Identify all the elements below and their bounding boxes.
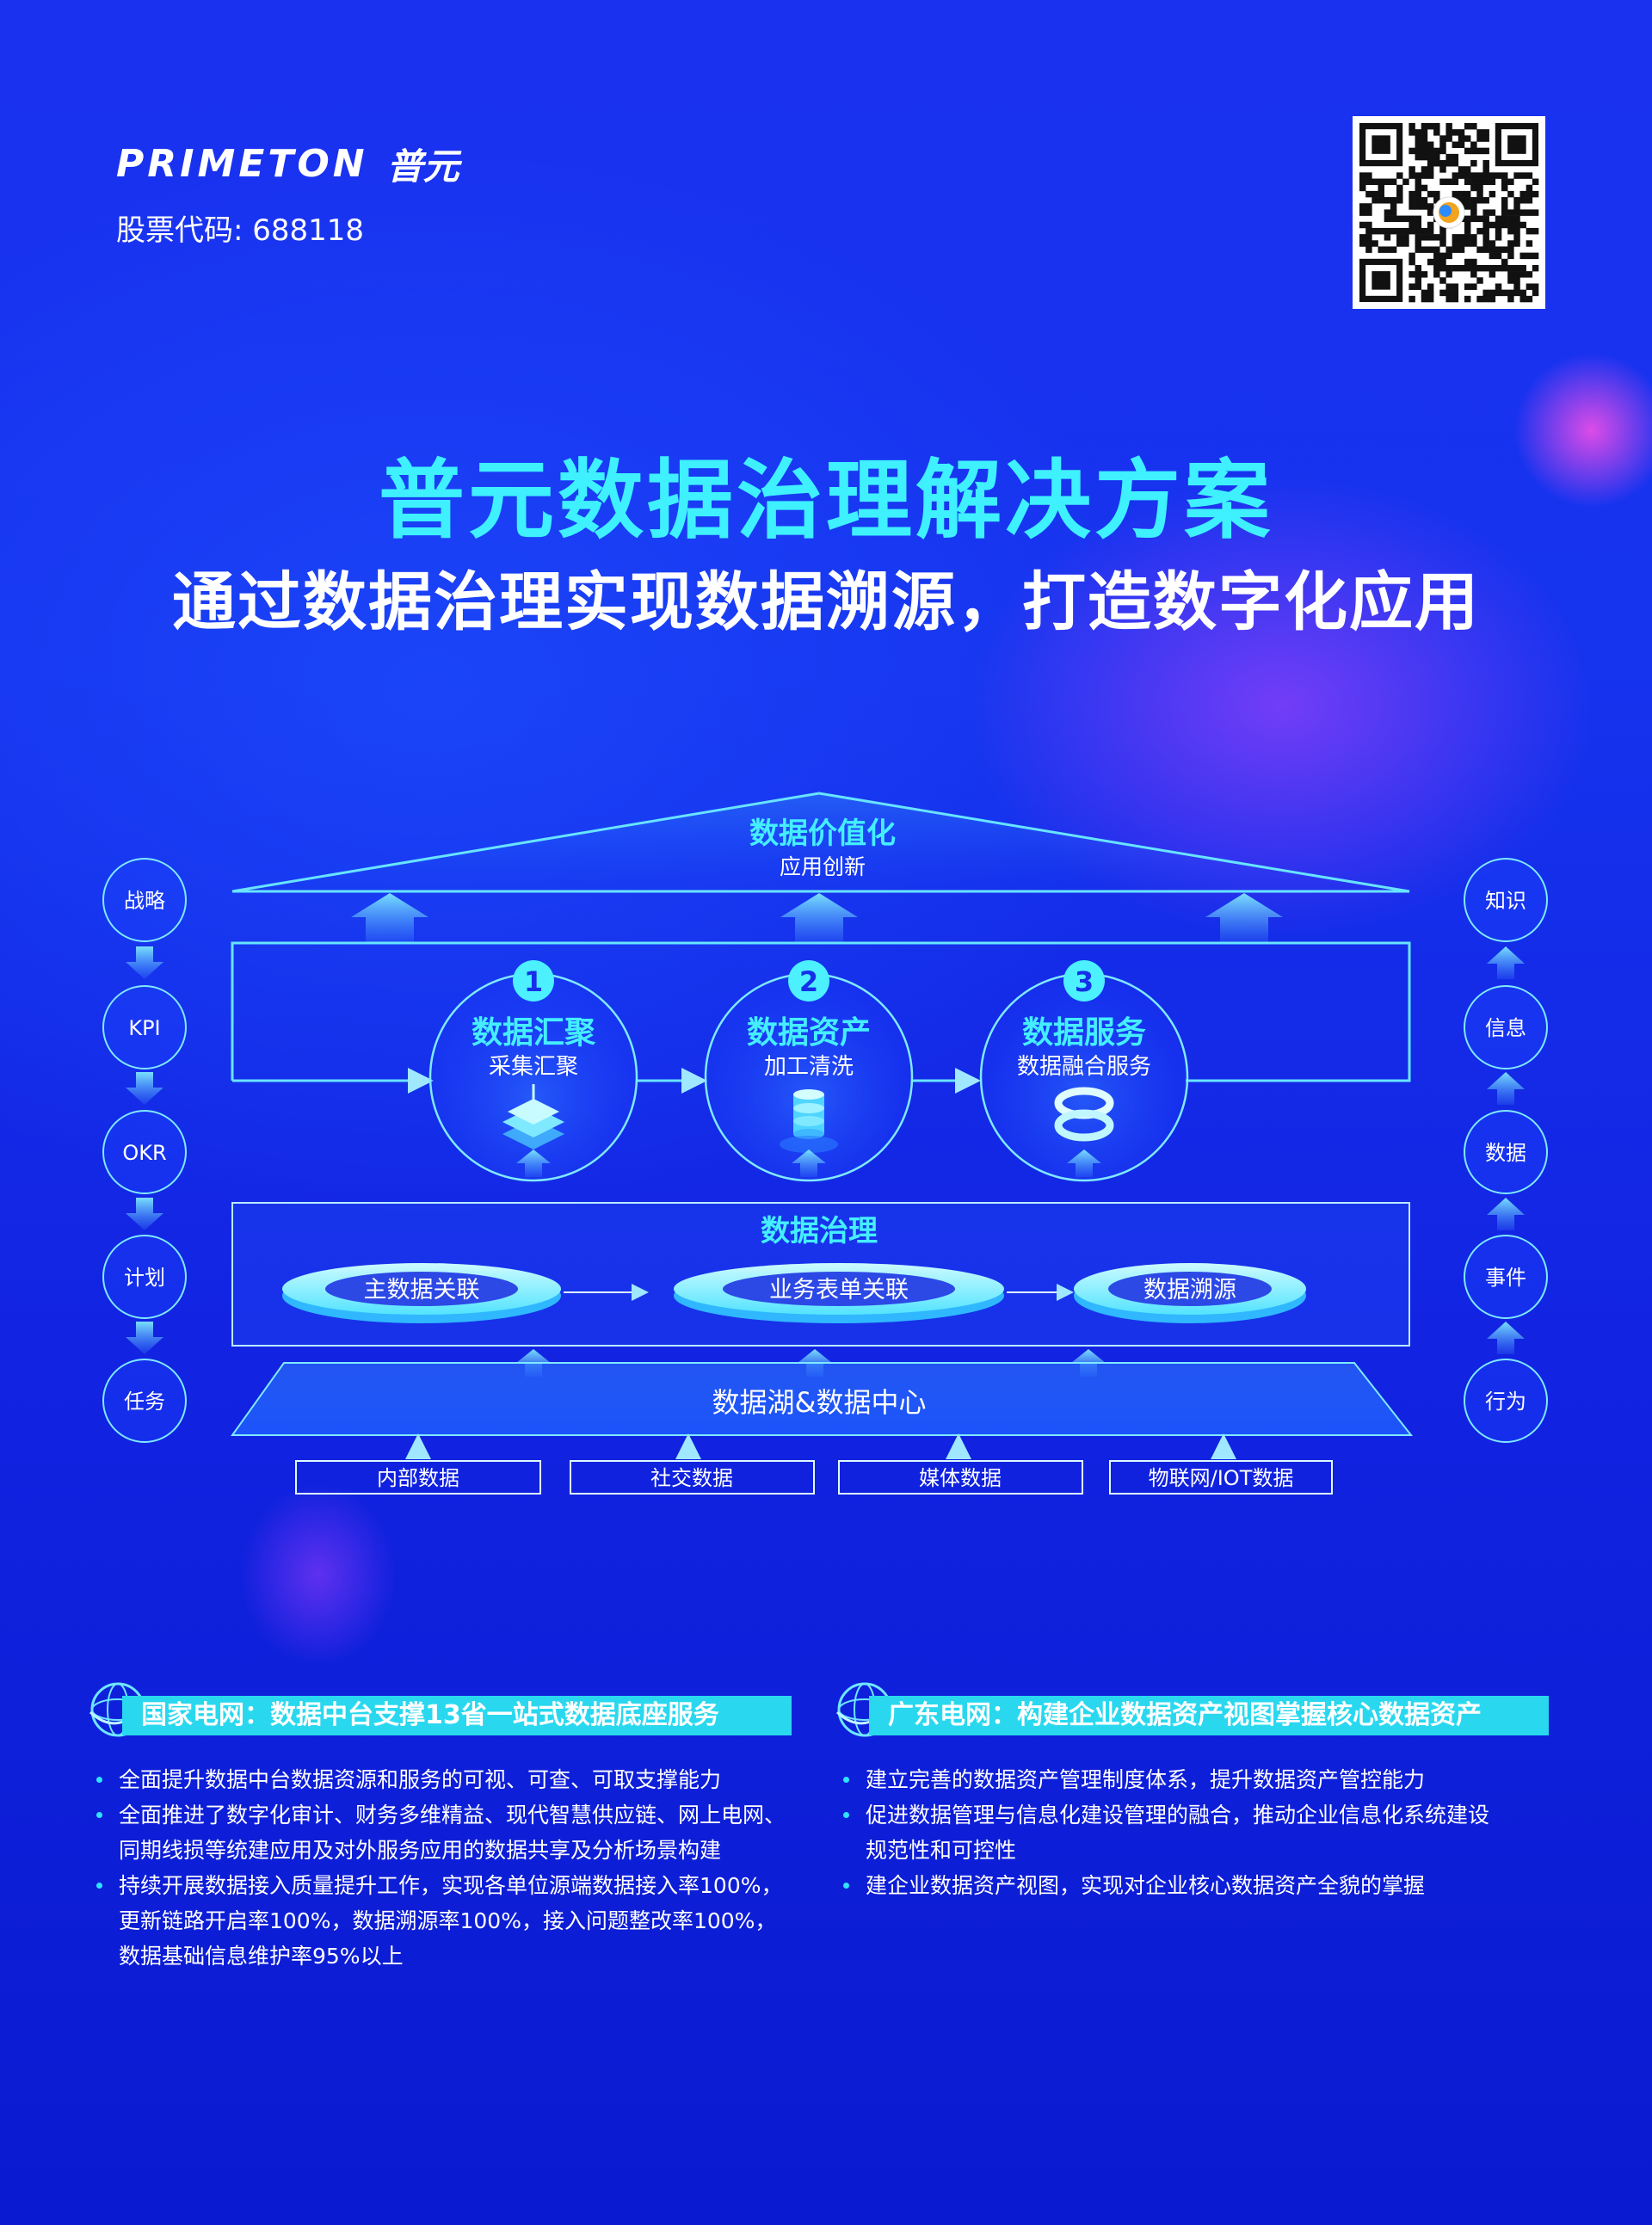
stage-title: 数据服务 xyxy=(1022,1015,1146,1051)
up-arrow-icon xyxy=(351,893,428,943)
bullet-item: 促进数据管理与信息化建设管理的融合，推动企业信息化系统建设规范性和可控性 xyxy=(833,1797,1549,1868)
up-arrow-icon xyxy=(1487,946,1525,979)
stage-number: 3 xyxy=(1075,965,1094,998)
case-title: 广东电网：构建企业数据资产视图掌握核心数据资产 xyxy=(869,1696,1549,1735)
stage-number-badge xyxy=(1063,960,1105,1002)
stage-3: 3 数据服务 数据融合服务 xyxy=(979,960,1189,1182)
governance-title: 数据治理 xyxy=(761,1214,878,1248)
case-bullets: 建立完善的数据资产管理制度体系，提升数据资产管控能力 促进数据管理与信息化建设管… xyxy=(833,1762,1549,1903)
chain-node: 数据 xyxy=(1485,1141,1526,1165)
stage-1: 1 数据汇聚 采集汇聚 xyxy=(428,960,638,1182)
source-box xyxy=(570,1460,815,1495)
chain-node: 计划 xyxy=(124,1266,165,1290)
brand-logo: PRIMETON 普元 xyxy=(116,138,459,190)
bullet-item: 持续开展数据接入质量提升工作，实现各单位源端数据接入率100%，更新链路开启率1… xyxy=(86,1868,792,1974)
bullet-item: 全面提升数据中台数据资源和服务的可视、可查、可取支撑能力 xyxy=(86,1762,792,1797)
up-arrow-icon xyxy=(1487,1198,1525,1230)
chain-node: 行为 xyxy=(1485,1390,1526,1414)
source-label: 媒体数据 xyxy=(919,1466,1002,1490)
case-bullets: 全面提升数据中台数据资源和服务的可视、可查、可取支撑能力 全面推进了数字化审计、… xyxy=(86,1762,792,1974)
source-label: 物联网/IOT数据 xyxy=(1149,1466,1294,1490)
roof-arrows xyxy=(351,893,1283,943)
process-loop-frame xyxy=(231,941,1411,1082)
data-lake-label: 数据湖&数据中心 xyxy=(712,1386,927,1419)
up-arrow-icon xyxy=(792,1149,826,1177)
stage-number: 2 xyxy=(799,965,818,998)
stage-number-badge xyxy=(513,960,554,1002)
stage-subtitle: 数据融合服务 xyxy=(1017,1054,1151,1080)
chain-node: 知识 xyxy=(1485,889,1526,913)
logo-wordmark: PRIMETON xyxy=(116,142,368,186)
bullet-item: 全面推进了数字化审计、财务多维精益、现代智慧供应链、网上电网、同期线损等统建应用… xyxy=(86,1797,792,1868)
governance-item: 主数据关联 xyxy=(364,1277,480,1304)
up-arrow-icon xyxy=(1487,1072,1525,1105)
server-stack-icon xyxy=(502,1084,564,1149)
stage-title: 数据汇聚 xyxy=(472,1015,596,1051)
governance-disc-3: 数据溯源 xyxy=(1074,1263,1306,1323)
chain-node: 任务 xyxy=(124,1390,165,1414)
case-study-gdpg: 广东电网：构建企业数据资产视图掌握核心数据资产 建立完善的数据资产管理制度体系，… xyxy=(833,1682,1549,1903)
bullet-item: 建立完善的数据资产管理制度体系，提升数据资产管控能力 xyxy=(833,1762,1549,1797)
down-arrow-icon xyxy=(126,946,163,979)
qr-code-icon xyxy=(1359,123,1539,303)
down-arrow-icon xyxy=(126,1322,163,1354)
stage-title: 数据资产 xyxy=(747,1015,871,1051)
source-label: 内部数据 xyxy=(377,1466,459,1490)
stage-subtitle: 采集汇聚 xyxy=(489,1054,578,1080)
down-arrow-icon xyxy=(126,1198,163,1230)
chain-node: KPI xyxy=(128,1016,160,1040)
chain-node: OKR xyxy=(122,1141,166,1165)
qr-code[interactable] xyxy=(1353,116,1545,309)
left-chain: 战略 KPI OKR 计划 任务 xyxy=(102,858,187,1443)
data-lake xyxy=(231,1362,1414,1436)
roof-title: 数据价值化 xyxy=(749,817,896,851)
governance-disc-2: 业务表单关联 xyxy=(674,1263,1004,1323)
case-study-sgcc: 国家电网：数据中台支撑13省一站式数据底座服务 全面提升数据中台数据资源和服务的… xyxy=(86,1682,792,1974)
up-arrow-icon xyxy=(1067,1149,1101,1177)
stage-number: 1 xyxy=(524,965,543,998)
case-title: 国家电网：数据中台支撑13省一站式数据底座服务 xyxy=(122,1696,792,1735)
source-box xyxy=(838,1460,1083,1495)
service-rings-icon xyxy=(1054,1087,1114,1142)
source-box xyxy=(295,1460,541,1495)
roof-subtitle: 应用创新 xyxy=(780,854,866,879)
governance-item: 数据溯源 xyxy=(1143,1277,1236,1304)
stock-code: 股票代码: 688118 xyxy=(116,213,365,248)
up-arrow-icon xyxy=(1205,893,1283,943)
page-title: 普元数据治理解决方案 xyxy=(379,450,1273,551)
governance-item: 业务表单关联 xyxy=(769,1277,909,1304)
case-header: 广东电网：构建企业数据资产视图掌握核心数据资产 xyxy=(833,1682,1549,1737)
chain-node: 战略 xyxy=(124,889,165,913)
stage-subtitle: 加工清洗 xyxy=(764,1054,854,1080)
database-icon xyxy=(780,1089,838,1153)
up-arrow-icon xyxy=(1487,1322,1525,1354)
page-subtitle: 通过数据治理实现数据溯源，打造数字化应用 xyxy=(172,565,1480,639)
case-header: 国家电网：数据中台支撑13省一站式数据底座服务 xyxy=(86,1682,792,1737)
stage-number-badge xyxy=(788,960,829,1002)
architecture-diagram: 数据价值化 应用创新 1 数据汇聚 采集汇聚 2 数据资产 加工清洗 xyxy=(102,792,1548,1495)
up-arrow-icon xyxy=(516,1149,551,1177)
roof-shape xyxy=(231,792,1410,893)
up-arrow-icon xyxy=(780,893,858,943)
right-chain: 知识 信息 数据 事件 行为 xyxy=(1464,858,1548,1443)
chain-node: 事件 xyxy=(1485,1266,1526,1290)
source-box xyxy=(1109,1460,1333,1495)
governance-disc-1: 主数据关联 xyxy=(282,1263,561,1323)
source-boxes: 内部数据 社交数据 媒体数据 物联网/IOT数据 xyxy=(295,1433,1333,1495)
source-label: 社交数据 xyxy=(650,1466,733,1490)
down-arrow-icon xyxy=(126,1072,163,1105)
bullet-item: 建企业数据资产视图，实现对企业核心数据资产全貌的掌握 xyxy=(833,1868,1549,1903)
logo-chinese: 普元 xyxy=(386,145,459,188)
chain-node: 信息 xyxy=(1485,1016,1526,1040)
stage-2: 2 数据资产 加工清洗 xyxy=(704,960,914,1182)
